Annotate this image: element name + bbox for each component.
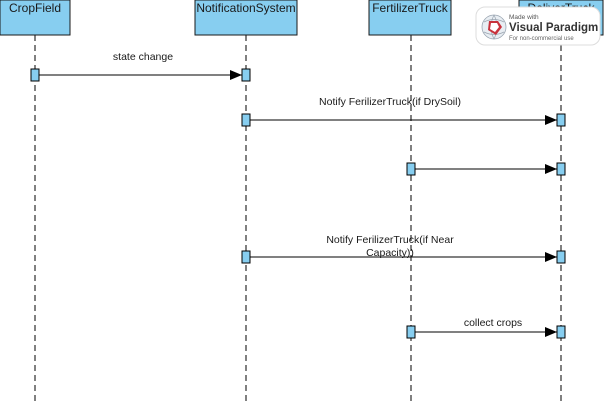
visual-paradigm-watermark: Made with Visual Paradigm For non-commer… (475, 6, 601, 46)
participant-notification-system: NotificationSystem (194, 0, 298, 36)
activation-boxes (30, 68, 566, 339)
visual-paradigm-logo-icon (481, 14, 507, 40)
sender-activation-m1 (30, 68, 40, 82)
participant-box (0, 0, 71, 36)
receiver-activation-m3 (556, 162, 566, 176)
sender-activation-m3 (406, 162, 416, 176)
message-m5: collect crops (415, 317, 557, 337)
receiver-activation-m5 (556, 325, 566, 339)
message-m2: Notify FerilizerTruck(if DrySoil) (250, 96, 557, 125)
receiver-activation-m2 (556, 113, 566, 127)
message-label: state change (113, 51, 173, 63)
participant-box (368, 0, 452, 36)
participant-crop-field: CropField (0, 0, 71, 36)
message-label: Notify FerilizerTruck(if DrySoil) (319, 96, 461, 108)
receiver-activation-m4 (556, 250, 566, 264)
watermark-made-with: Made with (509, 14, 539, 21)
message-label: collect crops (464, 317, 522, 329)
watermark-brand: Visual Paradigm (509, 22, 598, 34)
message-m1: state change (39, 51, 242, 80)
participant-label: CropField (9, 1, 61, 15)
sender-activation-m5 (406, 325, 416, 339)
sender-activation-m2 (241, 113, 251, 127)
participant-box (194, 0, 298, 36)
watermark-license: For non-commercial use (509, 36, 574, 42)
message-label: Notify FerilizerTruck(if Near (326, 234, 454, 246)
participant-fertilizer-truck: FertilizerTruck (368, 0, 452, 36)
lifelines (34, 35, 562, 404)
participant-label: NotificationSystem (196, 1, 295, 15)
participant-label: FertilizerTruck (372, 1, 449, 15)
message-label: Capacity)) (366, 247, 414, 259)
sender-activation-m4 (241, 250, 251, 264)
receiver-activation-m1 (241, 68, 251, 82)
